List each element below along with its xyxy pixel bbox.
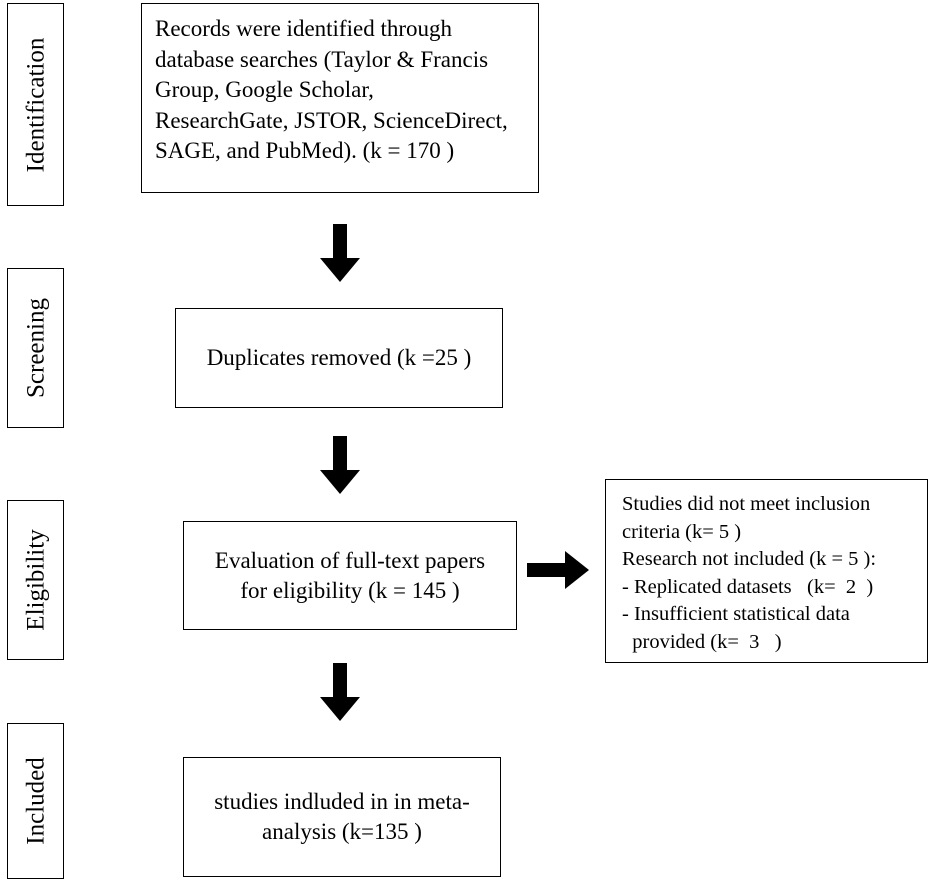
stage-included-label: Included xyxy=(22,757,49,845)
records-identified-text: Records were identified through database… xyxy=(155,14,508,167)
down-arrow-1 xyxy=(320,224,360,282)
records-line: Group, Google Scholar, xyxy=(155,77,374,102)
excluded-line: provided (k= 3 ) xyxy=(622,630,782,653)
stage-eligibility: Eligibility xyxy=(7,500,64,660)
stage-screening: Screening xyxy=(7,268,64,428)
down-arrow-3 xyxy=(320,663,360,721)
included-studies-text: studies indluded in in meta- analysis (k… xyxy=(184,787,500,847)
excluded-studies-box: Studies did not meet inclusion criteria … xyxy=(605,479,928,663)
records-line: Records were identified through xyxy=(155,16,452,41)
excluded-line: Research not included (k = 5 ): xyxy=(622,548,877,570)
excluded-line: criteria (k= 5 ) xyxy=(622,520,742,543)
records-line: SAGE, and PubMed). (k = 170 ) xyxy=(155,138,455,163)
evaluation-text: Evaluation of full-text papers for eligi… xyxy=(184,546,516,606)
evaluation-line: Evaluation of full-text papers xyxy=(214,547,486,573)
evaluation-box: Evaluation of full-text papers for eligi… xyxy=(183,521,517,630)
records-line: database searches (Taylor & Francis xyxy=(155,46,489,72)
included-line: analysis (k=135 ) xyxy=(262,819,422,844)
right-arrow xyxy=(527,551,589,589)
excluded-studies-text: Studies did not meet inclusion criteria … xyxy=(622,491,876,656)
records-identified-box: Records were identified through database… xyxy=(141,3,539,193)
duplicates-removed-text: Duplicates removed (k =25 ) xyxy=(176,343,502,373)
excluded-line: - Replicated datasets (k= 2 ) xyxy=(622,575,874,598)
evaluation-line: for eligibility (k = 145 ) xyxy=(240,577,460,603)
stage-eligibility-label: Eligibility xyxy=(22,529,49,631)
excluded-line: Studies did not meet inclusion xyxy=(622,493,871,515)
records-line: ResearchGate, JSTOR, ScienceDirect, xyxy=(155,107,508,133)
duplicates-removed-box: Duplicates removed (k =25 ) xyxy=(175,308,503,408)
stage-screening-label: Screening xyxy=(22,298,49,398)
duplicates-line: Duplicates removed (k =25 ) xyxy=(206,345,472,370)
down-arrow-2 xyxy=(320,436,360,494)
stage-identification: Identification xyxy=(7,3,64,206)
excluded-line: - Insufficient statistical data xyxy=(622,603,850,625)
included-line: studies indluded in in meta- xyxy=(214,789,470,814)
stage-included: Included xyxy=(7,723,64,879)
included-studies-box: studies indluded in in meta- analysis (k… xyxy=(183,757,501,877)
stage-identification-label: Identification xyxy=(22,37,49,172)
